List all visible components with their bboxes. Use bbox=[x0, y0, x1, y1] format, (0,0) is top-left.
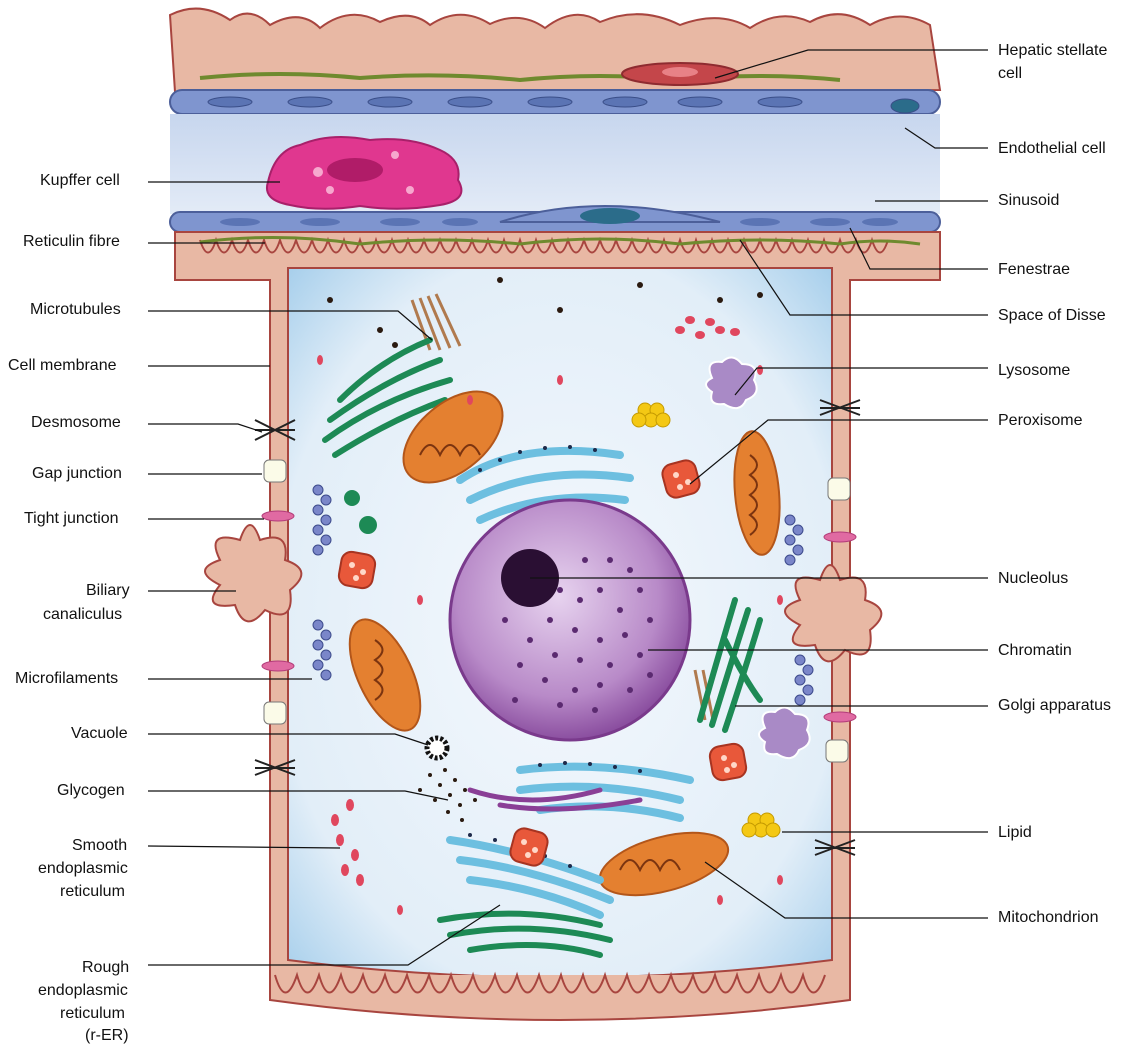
label-fenestrae: Fenestrae bbox=[998, 259, 1070, 281]
label-microtubules: Microtubules bbox=[30, 299, 121, 321]
label-reticulin-fibre: Reticulin fibre bbox=[23, 231, 120, 253]
label-desmosome: Desmosome bbox=[31, 412, 121, 434]
label-ser-1: Smooth bbox=[72, 835, 127, 857]
label-lysosome: Lysosome bbox=[998, 360, 1070, 382]
label-cell-membrane: Cell membrane bbox=[8, 355, 116, 377]
label-vacuole: Vacuole bbox=[71, 723, 128, 745]
label-hepatic-stellate-2: cell bbox=[998, 63, 1022, 85]
label-peroxisome: Peroxisome bbox=[998, 410, 1082, 432]
label-rer-2: endoplasmic bbox=[38, 980, 128, 1002]
label-ser-3: reticulum bbox=[60, 881, 125, 903]
label-microfilaments: Microfilaments bbox=[15, 668, 118, 690]
label-biliary-canaliculus-1: Biliary bbox=[86, 580, 130, 602]
label-space-of-disse: Space of Disse bbox=[998, 305, 1106, 327]
label-tight-junction: Tight junction bbox=[24, 508, 119, 530]
label-rer-1: Rough bbox=[82, 957, 129, 979]
label-lipid: Lipid bbox=[998, 822, 1032, 844]
label-rer-4: (r-ER) bbox=[85, 1025, 129, 1047]
label-kupffer-cell: Kupffer cell bbox=[40, 170, 120, 192]
label-rer-3: reticulum bbox=[60, 1003, 125, 1025]
label-biliary-canaliculus-2: canaliculus bbox=[43, 604, 122, 626]
label-hepatic-stellate-1: Hepatic stellate bbox=[998, 40, 1107, 62]
vacuole bbox=[427, 738, 447, 758]
label-endothelial-cell: Endothelial cell bbox=[998, 138, 1106, 160]
label-golgi-apparatus: Golgi apparatus bbox=[998, 695, 1111, 717]
label-nucleolus: Nucleolus bbox=[998, 568, 1068, 590]
label-ser-2: endoplasmic bbox=[38, 858, 128, 880]
label-sinusoid: Sinusoid bbox=[998, 190, 1059, 212]
nucleus bbox=[450, 500, 690, 740]
label-chromatin: Chromatin bbox=[998, 640, 1072, 662]
label-gap-junction: Gap junction bbox=[32, 463, 122, 485]
label-mitochondrion: Mitochondrion bbox=[998, 907, 1099, 929]
label-glycogen: Glycogen bbox=[57, 780, 125, 802]
